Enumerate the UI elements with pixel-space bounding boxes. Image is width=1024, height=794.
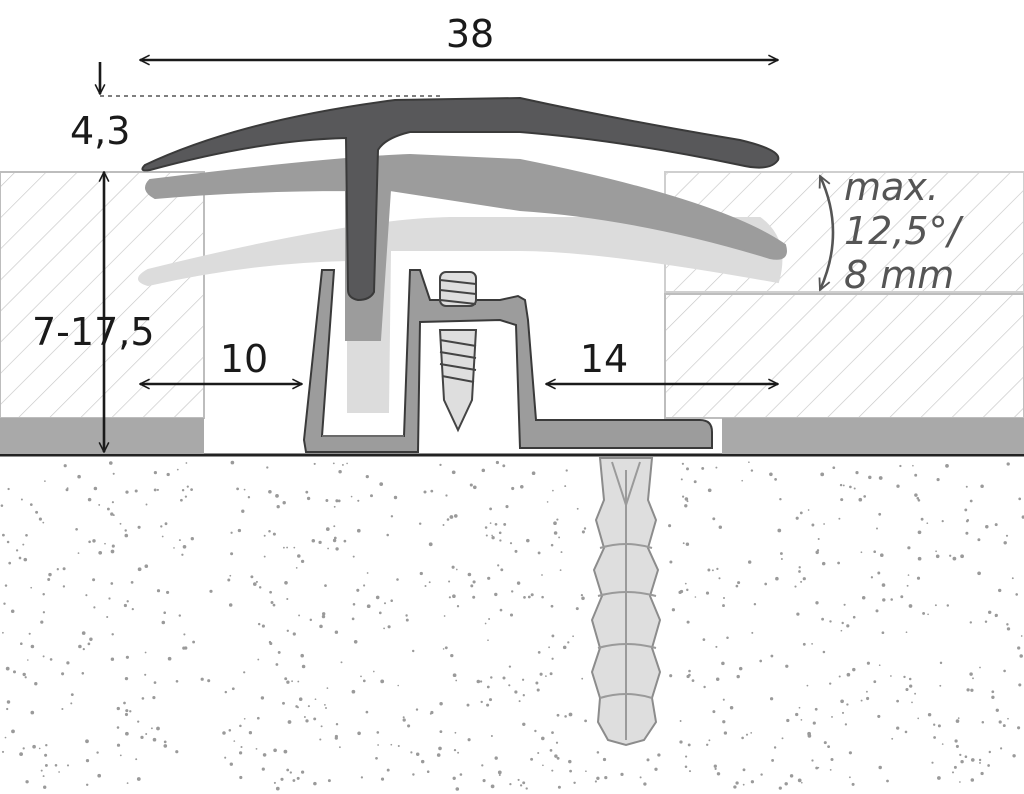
base-rail xyxy=(302,269,713,453)
subfloor-texture xyxy=(0,460,1024,791)
dimension-left-leg: 10 xyxy=(140,337,302,384)
adjustment-range: max. 12,5°/ 8 mm xyxy=(820,165,965,297)
adjustment-note-line2: 12,5°/ xyxy=(844,209,965,253)
wall-plug xyxy=(590,457,662,747)
dimension-right-leg: 14 xyxy=(546,337,778,384)
dimension-height-range: 7-17,5 xyxy=(32,172,155,452)
subfloor xyxy=(0,453,1024,794)
dimension-label-left-leg: 10 xyxy=(220,337,268,381)
dimension-label-top-thickness: 4,3 xyxy=(70,109,130,153)
dimension-total-width: 38 xyxy=(140,12,778,60)
profile-top-cover xyxy=(141,96,780,302)
dimension-label-total-width: 38 xyxy=(446,12,494,56)
adjustment-note-line1: max. xyxy=(844,165,939,209)
adjustment-note-line3: 8 mm xyxy=(844,253,954,297)
screw xyxy=(438,271,478,433)
dimension-top-thickness: 4,3 xyxy=(70,62,130,153)
dimension-label-height-range: 7-17,5 xyxy=(32,310,155,354)
dimension-label-right-leg: 14 xyxy=(580,337,628,381)
profile-ghost-middle xyxy=(145,153,787,341)
